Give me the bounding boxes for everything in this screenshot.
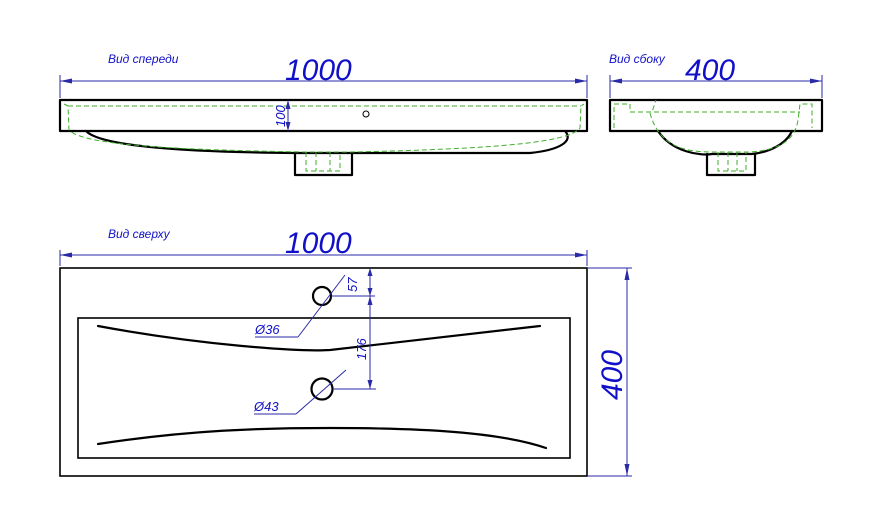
side-depth-dimension: 400 [609,54,823,98]
top-bowl-outline [77,317,571,459]
front-view-label: Вид спереди [108,52,179,66]
tap-offset-label: 57 [345,277,360,292]
drain-hole-diameter-label: Ø43 [253,399,279,414]
front-drain-outline [293,151,354,177]
tap-hole-diameter-label: Ø36 [254,322,280,337]
top-width-dimension: 1000 [59,227,588,266]
front-view: Вид спереди 1000 100 [58,52,589,177]
top-bowl-upper-edge [96,324,542,352]
front-hidden-bowl [63,103,585,153]
side-view-label: Вид сбоку [609,52,666,66]
side-hidden-bowl [649,103,813,153]
top-depth-dimension: 400 [588,267,632,477]
side-hidden-drain [717,152,747,172]
side-drain-outline [705,152,757,177]
top-view-label: Вид сверху [108,227,171,241]
front-height-dimension: 100 [273,100,291,131]
hole-spacing-label: 176 [354,338,369,360]
side-depth-label: 400 [685,54,735,87]
tap-offset-dimension: 57 [331,268,375,318]
side-bowl-outline [656,129,794,156]
top-bowl-lower-edge [96,426,548,450]
tap-hole-leader: Ø36 [254,274,346,338]
side-countertop-outline [608,98,824,133]
front-overflow-hole [362,110,370,118]
front-width-label: 1000 [285,54,352,87]
top-view: Вид сверху 1000 57 17 [59,227,632,477]
front-hidden-drain [305,152,341,172]
front-countertop-outline [58,98,589,133]
front-height-label: 100 [273,105,288,127]
hole-spacing-dimension: 176 [333,296,376,390]
side-view: Вид сбоку 400 [608,52,824,177]
top-countertop-outline [59,267,588,477]
front-width-dimension: 1000 [59,54,588,98]
drain-hole-leader: Ø43 [253,369,347,415]
top-depth-label: 400 [596,350,629,400]
top-width-label: 1000 [285,227,352,260]
tap-hole [311,285,333,307]
side-hidden-backrim [613,99,657,128]
drain-hole [310,377,334,401]
front-bowl-outline [84,129,569,155]
